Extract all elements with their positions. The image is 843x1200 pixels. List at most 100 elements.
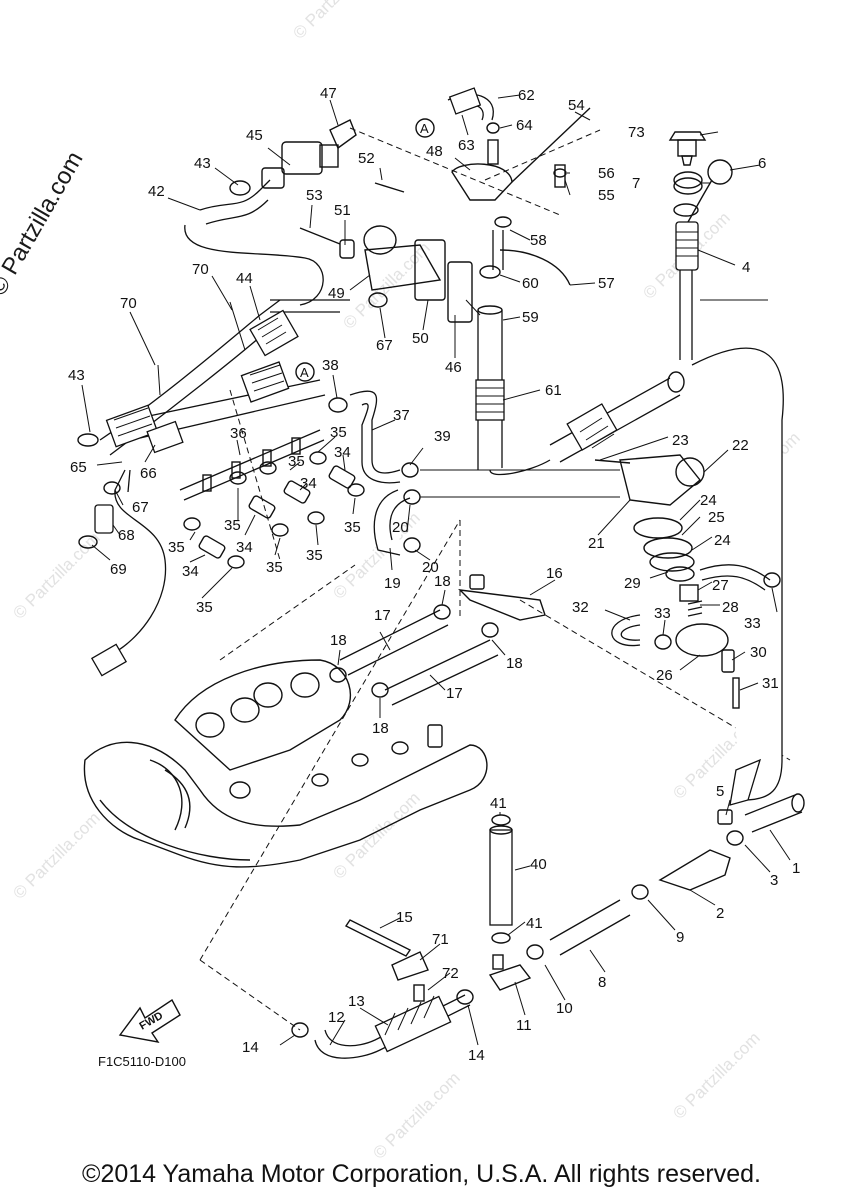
- regulator-assembly: [594, 454, 781, 709]
- part-label-31: 31: [762, 675, 779, 692]
- part-label-18b: 18: [330, 632, 347, 649]
- part-label-33b: 33: [744, 615, 761, 632]
- tube-59: [475, 216, 571, 476]
- part-label-60: 60: [522, 275, 539, 292]
- part-label-36: 36: [230, 425, 247, 442]
- part-label-39: 39: [434, 428, 451, 445]
- part-label-35g: 35: [266, 559, 283, 576]
- part-label-69: 69: [110, 561, 127, 578]
- part-label-56: 56: [598, 165, 615, 182]
- fwd-arrow: FWD: [118, 998, 181, 1043]
- part-label-35c: 35: [344, 519, 361, 536]
- part-label-19: 19: [384, 575, 401, 592]
- part-label-65: 65: [70, 459, 87, 476]
- callout-letter: A: [300, 365, 309, 380]
- part-label-42: 42: [148, 183, 165, 200]
- part-label-54: 54: [568, 97, 585, 114]
- part-label-1: 1: [792, 860, 800, 877]
- part-label-47: 47: [320, 85, 337, 102]
- part-label-34c: 34: [236, 539, 253, 556]
- part-label-58: 58: [530, 232, 547, 249]
- part-label-18d: 18: [372, 720, 389, 737]
- watermark: © Partzilla.com: [289, 0, 383, 43]
- part-label-70b: 70: [120, 295, 137, 312]
- part-label-16: 16: [546, 565, 563, 582]
- figure-code: F1C5110-D100: [98, 1054, 186, 1069]
- part-label-71: 71: [432, 931, 449, 948]
- part-label-73: 73: [628, 124, 645, 141]
- part-label-3: 3: [770, 872, 778, 889]
- part-label-72: 72: [442, 965, 459, 982]
- part-label-10: 10: [556, 1000, 573, 1017]
- watermark: © Partzilla.com: [669, 1028, 763, 1122]
- part-label-57: 57: [598, 275, 615, 292]
- part-label-35f: 35: [306, 547, 323, 564]
- part-label-44: 44: [236, 270, 253, 287]
- part-labels: 47 45 43 42 52 53 51 49 70 44 70 43 65 6…: [68, 85, 800, 1064]
- part-label-24b: 24: [714, 532, 731, 549]
- fitting-48: [447, 87, 591, 201]
- part-label-35b: 35: [288, 453, 305, 470]
- part-label-17a: 17: [374, 607, 391, 624]
- valve-body-49: [299, 182, 473, 323]
- part-label-27: 27: [712, 577, 729, 594]
- part-label-70: 70: [192, 261, 209, 278]
- part-label-34a: 34: [334, 444, 351, 461]
- tee-16: [329, 574, 546, 706]
- part-label-25: 25: [708, 509, 725, 526]
- part-label-28: 28: [722, 599, 739, 616]
- part-label-17b: 17: [446, 685, 463, 702]
- hose-right-bellows: [549, 371, 685, 463]
- part-label-67: 67: [132, 499, 149, 516]
- part-label-9: 9: [676, 929, 684, 946]
- part-label-8: 8: [598, 974, 606, 991]
- watermark: © Partzilla.com: [329, 788, 423, 882]
- part-label-64: 64: [516, 117, 533, 134]
- engine-block: [83, 659, 488, 868]
- watermark: © Partzilla.com: [9, 808, 103, 902]
- part-label-23: 23: [672, 432, 689, 449]
- part-label-35d: 35: [224, 517, 241, 534]
- part-label-26: 26: [656, 667, 673, 684]
- bellows: [105, 309, 299, 454]
- part-label-45: 45: [246, 127, 263, 144]
- part-label-48: 48: [426, 143, 443, 160]
- part-label-4: 4: [742, 259, 750, 276]
- part-label-61: 61: [545, 382, 562, 399]
- part-label-37: 37: [393, 407, 410, 424]
- part-label-68: 68: [118, 527, 135, 544]
- part-label-35h: 35: [196, 599, 213, 616]
- part-label-52: 52: [358, 150, 375, 167]
- part-label-29: 29: [624, 575, 641, 592]
- callout-letter: A: [420, 121, 429, 136]
- part-label-7: 7: [632, 175, 640, 192]
- watermark: © Partzilla.com: [369, 1068, 463, 1162]
- part-label-55: 55: [598, 187, 615, 204]
- part-label-59: 59: [522, 309, 539, 326]
- manifold-36: [179, 397, 365, 569]
- upper-left-hoses: [77, 179, 350, 677]
- part-label-43b: 43: [68, 367, 85, 384]
- part-label-41b: 41: [526, 915, 543, 932]
- part-label-53: 53: [306, 187, 323, 204]
- part-label-13: 13: [348, 993, 365, 1010]
- filler-cap-assembly: [668, 131, 733, 223]
- part-label-20b: 20: [422, 559, 439, 576]
- part-label-20a: 20: [392, 519, 409, 536]
- part-label-11: 11: [516, 1017, 532, 1034]
- part-label-67b: 67: [376, 337, 393, 354]
- part-label-14b: 14: [468, 1047, 485, 1064]
- hose-37: [349, 390, 620, 556]
- part-label-34b: 34: [300, 475, 317, 492]
- part-label-43: 43: [194, 155, 211, 172]
- part-label-15: 15: [396, 909, 413, 926]
- part-label-18c: 18: [506, 655, 523, 672]
- part-label-38: 38: [322, 357, 339, 374]
- part-label-33a: 33: [654, 605, 671, 622]
- part-label-63: 63: [458, 137, 475, 154]
- part-label-35a: 35: [330, 424, 347, 441]
- part-label-24a: 24: [700, 492, 717, 509]
- part-label-6: 6: [758, 155, 766, 172]
- callout-a: A A: [295, 118, 435, 382]
